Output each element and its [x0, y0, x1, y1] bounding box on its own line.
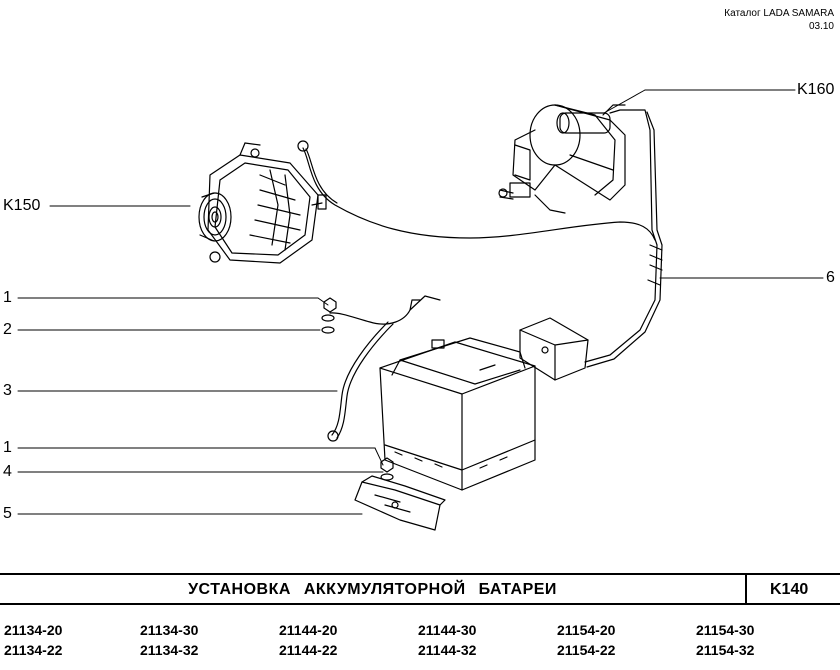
- battery-installation-drawing: [17, 89, 824, 531]
- catalog-date: 03.10: [808, 21, 834, 32]
- section-code: K140: [770, 581, 809, 598]
- model-code: 21144-30: [418, 622, 477, 638]
- callout-2: 2: [3, 321, 12, 338]
- terminal-clamp: [519, 317, 589, 381]
- model-code: 21154-30: [696, 622, 755, 638]
- callout-1-upper: 1: [3, 289, 12, 306]
- model-code: 21144-20: [279, 622, 338, 638]
- callout-k150: K150: [3, 197, 41, 214]
- callout-5: 5: [3, 505, 12, 522]
- alternator: [198, 142, 327, 264]
- callout-3: 3: [3, 382, 12, 399]
- main-power-cable: [584, 109, 658, 363]
- callout-4: 4: [3, 463, 12, 480]
- callout-k160: K160: [797, 81, 835, 98]
- callout-1-lower: 1: [3, 439, 12, 456]
- callout-6: 6: [826, 269, 835, 286]
- catalog-header: Каталог LADA SAMARA: [724, 8, 834, 19]
- model-code: 21134-30: [140, 622, 199, 638]
- model-code: 21134-22: [4, 642, 63, 658]
- battery-tray: [354, 475, 446, 531]
- model-code: 21134-32: [140, 642, 199, 658]
- alternator-cable: [302, 147, 656, 241]
- model-code: 21154-32: [696, 642, 755, 658]
- model-code: 21134-20: [4, 622, 63, 638]
- ground-cable: [329, 295, 441, 325]
- nut-washer-upper: [321, 297, 337, 334]
- model-code: 21144-22: [279, 642, 338, 658]
- model-code: 21144-32: [418, 642, 477, 658]
- model-code: 21154-22: [557, 642, 616, 658]
- page-title: УСТАНОВКА АККУМУЛЯТОРНОЙ БАТАРЕИ: [188, 581, 557, 598]
- model-list: 21134-20 21134-30 21144-20 21144-30 2115…: [0, 620, 840, 670]
- battery-negative-lead: [331, 321, 389, 436]
- title-divider: [745, 575, 747, 603]
- leader-lines: [17, 89, 824, 515]
- starter-motor: [498, 104, 626, 214]
- model-code: 21154-20: [557, 622, 616, 638]
- title-block: УСТАНОВКА АККУМУЛЯТОРНОЙ БАТАРЕИ K140: [0, 573, 840, 605]
- battery: [379, 337, 536, 491]
